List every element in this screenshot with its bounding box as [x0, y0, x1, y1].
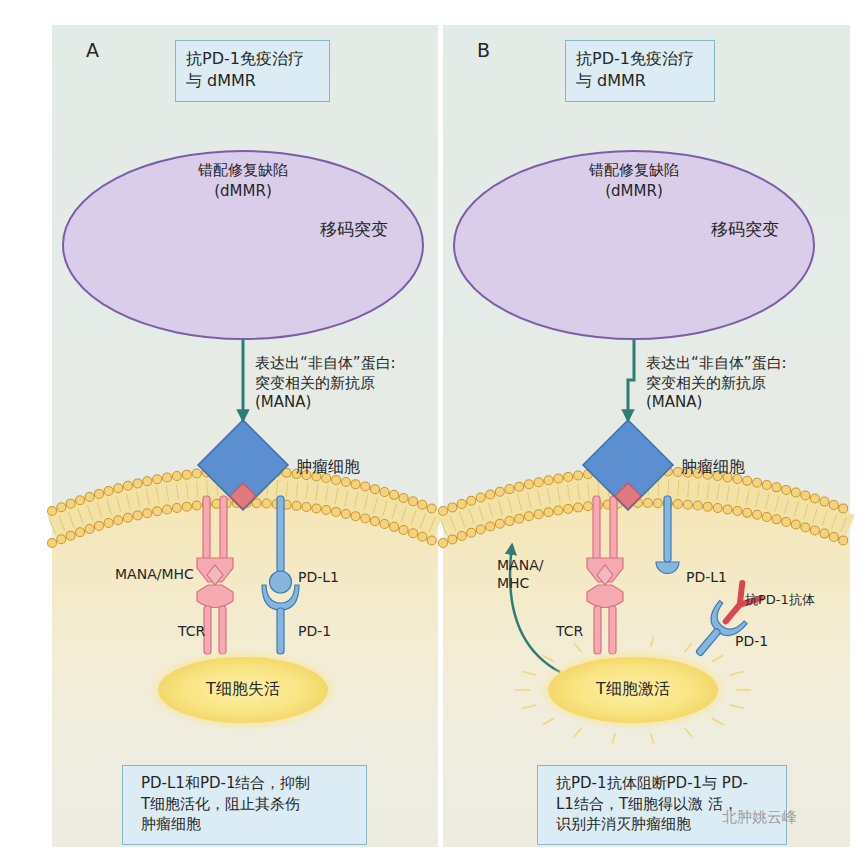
tumor-cell-diamond-text: 肿瘤细胞	[681, 456, 771, 478]
pd-l1-pd-1-bound	[262, 496, 299, 654]
tumor-cell-diamond: 肿瘤细胞	[198, 420, 288, 510]
part-label: MANA/MHC	[115, 565, 205, 583]
mhc-tcr-receptor	[587, 496, 623, 654]
t-cell-glow	[148, 650, 338, 730]
illustration-part	[740, 591, 761, 613]
illustration-part	[277, 496, 284, 572]
part-label: TCR	[556, 622, 596, 640]
tumor-cell-shape	[583, 420, 673, 510]
mutation-ellipse-text: 错配修复缺陷 (dMMR)	[584, 160, 684, 201]
diamond-outline	[198, 420, 288, 510]
illustration-part	[443, 503, 850, 543]
neoantigen-shape	[615, 483, 641, 509]
illustration-part	[656, 562, 679, 574]
part-label: MANA/ MHC	[497, 556, 549, 592]
t-cell-text: T细胞激活	[538, 678, 728, 700]
neoantigen-shape	[230, 483, 256, 509]
tumor-cell-diamond: 肿瘤细胞	[583, 420, 673, 510]
t-cell: T细胞激活	[538, 650, 728, 730]
diamond-outline	[583, 420, 673, 510]
part-label: PD-1	[298, 622, 358, 640]
panel-background	[443, 25, 850, 847]
t-cell: T细胞失活	[148, 650, 338, 730]
ellipse-shape	[63, 151, 423, 339]
pd-l1-unbound	[656, 496, 679, 574]
title-box: 抗PD-1免疫治疗 与 dMMR	[565, 40, 715, 102]
ellipse-shape	[454, 151, 814, 339]
title-box-text: 抗PD-1免疫治疗 与 dMMR	[186, 48, 314, 92]
activation-rays	[515, 637, 751, 743]
mutation-ellipse-text: 错配修复缺陷 (dMMR)	[193, 160, 293, 201]
edge-label: 表达出“非自体”蛋白: 突变相关的新抗原 (MANA)	[646, 354, 806, 413]
mutation-ellipse-text: 移码突变	[711, 218, 801, 241]
flow-arrow	[628, 340, 634, 420]
mutation-ellipse: 错配修复缺陷 (dMMR) 移码突变	[453, 150, 815, 340]
illustration-part	[664, 496, 671, 562]
caption-box: 抗PD-1抗体阻断PD-1与 PD-L1结合，T细胞得以激 活，识别并消灭肿瘤细…	[537, 765, 787, 845]
illustration-part	[695, 628, 721, 657]
flow-arrow	[242, 340, 245, 420]
illustration-part	[262, 585, 299, 610]
title-box-text: 抗PD-1免疫治疗 与 dMMR	[576, 48, 704, 92]
panel-frame: A 抗PD-1免疫治疗 与 dMMR 错配修复缺陷 (dMMR) 移码突变肿瘤细胞 T细…	[52, 25, 438, 847]
mhc-tcr-receptor	[197, 496, 233, 654]
panel-background	[52, 25, 438, 847]
illustration-part	[684, 601, 747, 666]
mutation-ellipse: 错配修复缺陷 (dMMR) 移码突变	[62, 150, 424, 340]
part-label: PD-1	[735, 632, 795, 650]
pd-1-with-antibody	[684, 579, 765, 666]
illustration-part	[717, 583, 761, 629]
title-box: 抗PD-1免疫治疗 与 dMMR	[175, 40, 330, 102]
tumor-cell-shape	[198, 420, 288, 510]
mutation-ellipse-text: 移码突变	[320, 218, 410, 241]
caption-box-text: PD-L1和PD-1结合，抑制 T细胞活化，阻止其杀伤 肿瘤细胞	[141, 773, 349, 835]
tumor-cell-diamond-text: 肿瘤细胞	[296, 456, 386, 478]
illustration-part	[443, 503, 850, 543]
cell-membrane	[443, 471, 850, 847]
part-label: TCR	[178, 622, 218, 640]
panel-frame-text: B	[477, 37, 507, 63]
part-label: PD-L1	[298, 568, 358, 586]
panel-frame: B 抗PD-1免疫治疗 与 dMMR 错配修复缺陷 (dMMR) 移码突变肿瘤细胞 T细…	[443, 25, 850, 847]
panel-frame-text: A	[86, 37, 116, 63]
illustration-part	[270, 571, 292, 593]
illustration-part	[726, 605, 740, 622]
part-label: 抗PD-1抗体	[745, 592, 845, 609]
cell-membrane	[52, 471, 438, 847]
activation-arrow	[510, 545, 560, 672]
edge-label: 表达出“非自体”蛋白: 突变相关的新抗原 (MANA)	[255, 354, 415, 413]
t-cell-glow	[538, 650, 728, 730]
illustration-part	[52, 505, 438, 847]
caption-box: PD-L1和PD-1结合，抑制 T细胞活化，阻止其杀伤 肿瘤细胞	[122, 765, 367, 845]
part-label: PD-L1	[686, 568, 746, 586]
illustration-part	[277, 608, 284, 654]
t-cell-text: T细胞失活	[148, 678, 338, 700]
caption-box-text: 抗PD-1抗体阻断PD-1与 PD-L1结合，T细胞得以激 活，识别并消灭肿瘤细…	[556, 773, 766, 835]
illustration-part	[443, 505, 850, 847]
